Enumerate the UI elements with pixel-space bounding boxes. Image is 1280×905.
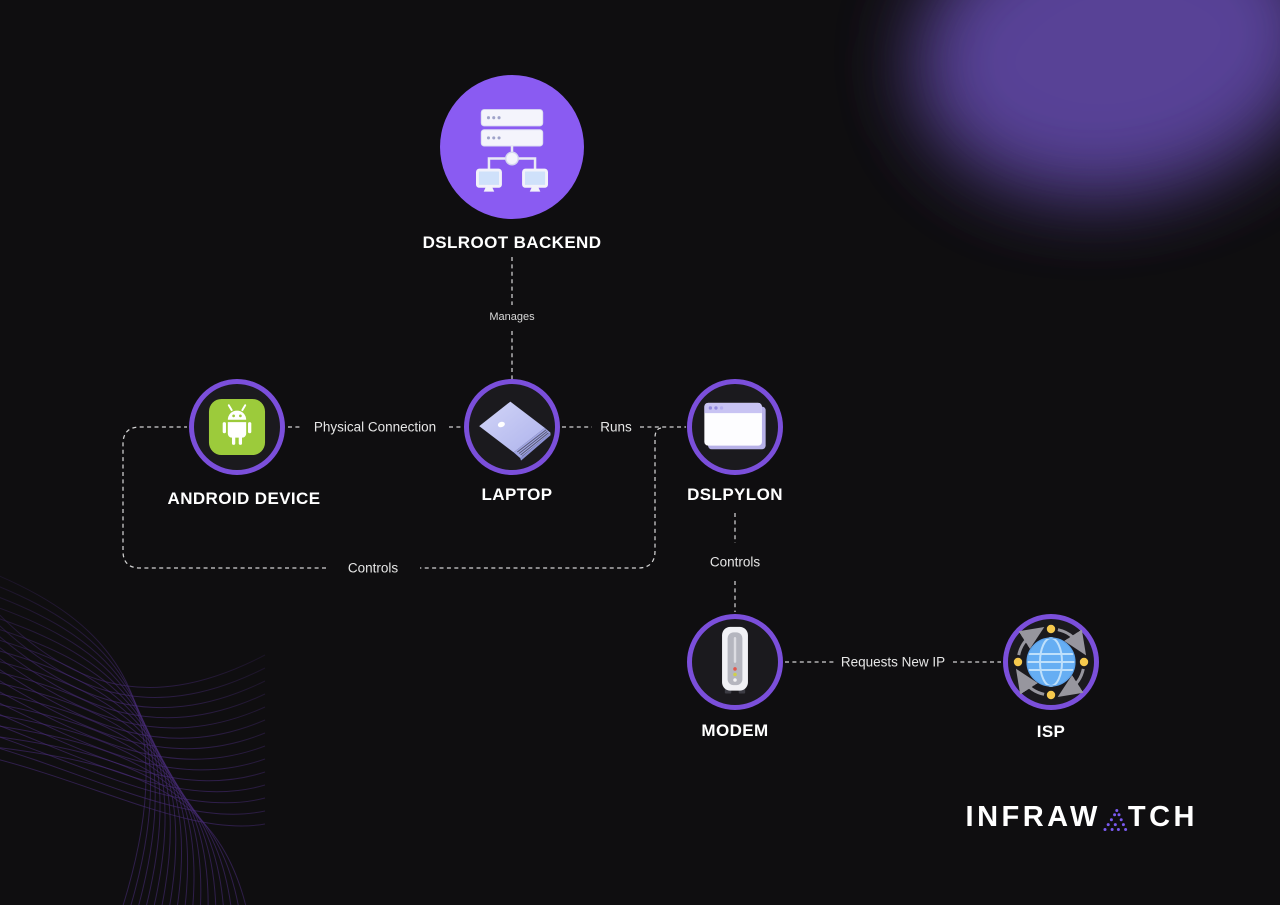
node-laptop <box>464 379 560 475</box>
laptop-circle <box>464 379 560 475</box>
wordmark-left: INFRAW <box>965 801 1101 833</box>
edge-label-physical-connection: Physical Connection <box>313 419 437 435</box>
isp-circle <box>1003 614 1099 710</box>
node-label-modem: MODEM <box>701 721 769 740</box>
wave-mesh <box>0 575 266 905</box>
edge-label-controls-loop: Controls <box>347 560 399 576</box>
edge-label-runs: Runs <box>600 419 632 435</box>
node-dslpylon <box>687 379 783 475</box>
node-label-android-device: ANDROID DEVICE <box>167 489 321 508</box>
node-isp <box>1003 614 1099 710</box>
android-robot-icon <box>208 398 266 456</box>
laptop-icon <box>479 401 551 461</box>
modem-icon <box>722 626 748 694</box>
browser-window-icon <box>704 402 766 450</box>
node-label-isp: ISP <box>1036 722 1066 741</box>
node-label-dslroot-backend: DSLROOT BACKEND <box>422 233 602 252</box>
edge-label-manages: Manages <box>489 311 535 323</box>
infrawatch-logo: INFRAW TCH <box>966 801 1198 834</box>
wordmark-right: TCH <box>1127 801 1198 833</box>
backend-circle <box>440 75 584 219</box>
node-dslroot-backend <box>440 75 584 219</box>
server-network-icon <box>476 109 548 192</box>
edge-label-controls-vertical: Controls <box>709 554 761 570</box>
globe-refresh-icon <box>1013 624 1089 700</box>
android-device-circle <box>189 379 285 475</box>
edge-label-requests-new-ip: Requests New IP <box>840 654 946 670</box>
dslpylon-circle <box>687 379 783 475</box>
node-android-device <box>189 379 285 475</box>
dotted-peak-icon <box>1103 809 1127 831</box>
purple-glow <box>914 0 1280 199</box>
node-label-laptop: LAPTOP <box>481 485 553 504</box>
node-modem <box>687 614 783 710</box>
node-label-dslpylon: DSLPYLON <box>687 485 783 504</box>
modem-circle <box>687 614 783 710</box>
